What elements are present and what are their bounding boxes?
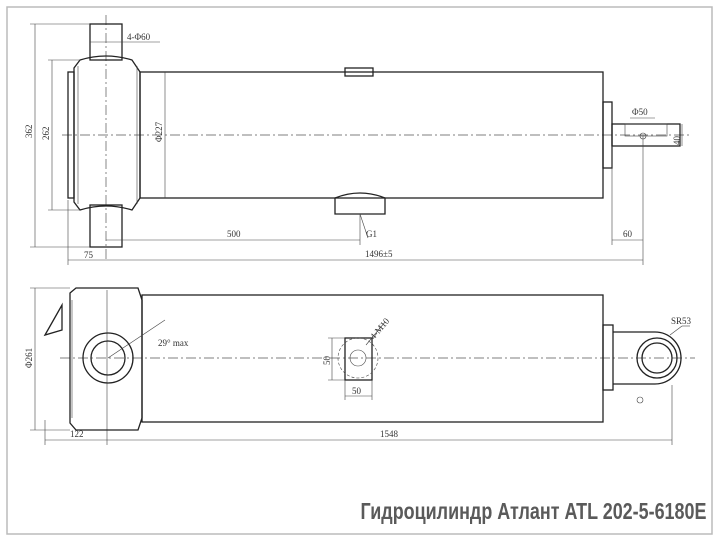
dim-length: 1496±5 [365,249,393,259]
dim-length: 1548 [380,429,399,439]
dim-rod-width: 40 [672,136,682,146]
dim-trunnion: 4-Φ60 [127,32,151,42]
bottom-view: Φ261 29° max 4-M10 50 50 SR53 122 1548 [24,287,695,445]
drawing-frame [6,6,713,535]
top-view: 362 262 Φ227 4-Φ60 500 G1 75 1496±5 60 Φ… [24,15,690,265]
dim-sphere: SR53 [671,316,692,326]
dim-angle: 29° max [158,338,189,348]
dim-head-offset: 122 [70,429,84,439]
drawing-title: Гидроцилиндр Атлант ATL 202-5-6180E [360,498,706,524]
dim-port: G1 [366,229,377,239]
dim-pin-diameter: Φ50 [632,107,648,117]
dim-head-height: 262 [41,127,51,141]
dim-overall-height: 362 [24,125,34,139]
dim-head-offset: 75 [84,250,94,260]
dim-flange-w: 50 [352,386,362,396]
dim-body-diameter: Φ227 [154,121,164,142]
dim-bolts: 4-M10 [368,316,392,342]
dim-flange-h: 50 [322,356,332,366]
dim-diameter: Φ261 [24,348,34,368]
dim-rod-end: 60 [623,229,633,239]
dim-port-distance: 500 [227,229,241,239]
